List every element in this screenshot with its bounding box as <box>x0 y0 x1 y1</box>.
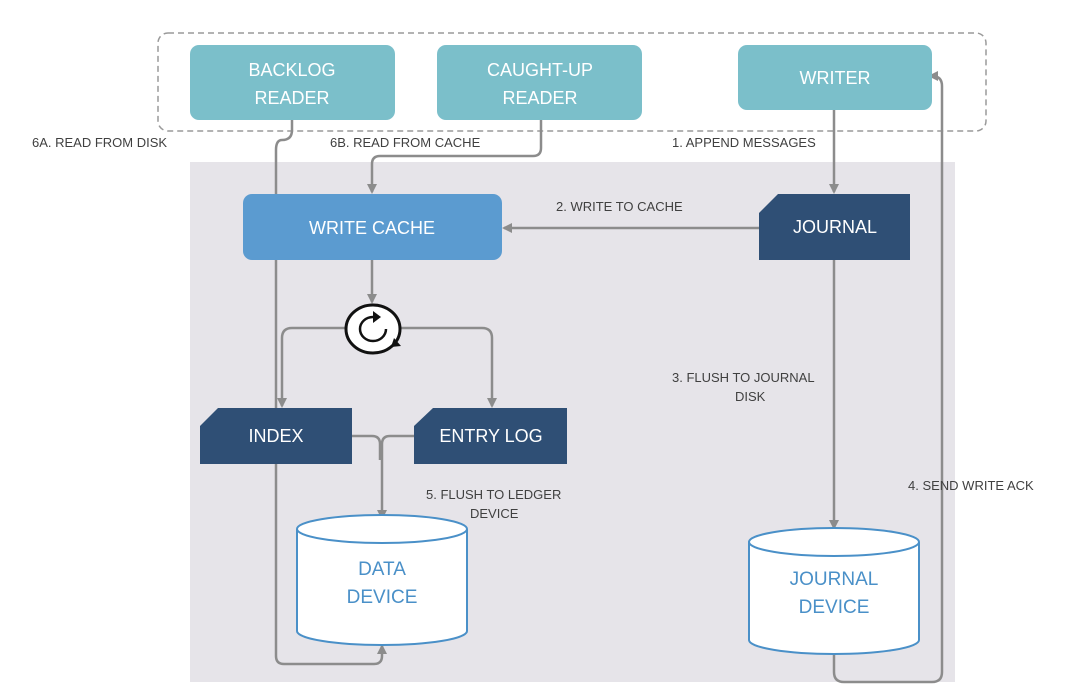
edge-entry-log-to-data-device <box>377 434 414 520</box>
entry-log-node: ENTRY LOG <box>414 408 567 464</box>
journal-node: JOURNAL <box>759 194 910 260</box>
label-read-from-disk: 6A. READ FROM DISK <box>32 135 167 150</box>
label-write-to-cache: 2. WRITE TO CACHE <box>556 199 683 214</box>
entry-log-label: ENTRY LOG <box>439 426 542 446</box>
label-flush-ledger-2: DEVICE <box>470 506 519 521</box>
data-device-label-1: DATA <box>358 559 406 580</box>
data-device-node: DATA DEVICE <box>296 514 468 646</box>
journal-device-node: JOURNAL DEVICE <box>748 527 920 655</box>
caught-up-reader-label-1: CAUGHT-UP <box>487 60 593 80</box>
caught-up-reader-node: CAUGHT-UP READER <box>437 45 642 120</box>
label-flush-journal-2: DISK <box>735 389 766 404</box>
label-append-messages: 1. APPEND MESSAGES <box>672 135 816 150</box>
backlog-reader-label-1: BACKLOG <box>248 60 335 80</box>
data-device-label-2: DEVICE <box>347 587 418 608</box>
writer-label: WRITER <box>800 68 871 88</box>
label-flush-ledger-1: 5. FLUSH TO LEDGER <box>426 487 561 502</box>
edge-sync-to-entry-log <box>400 326 497 408</box>
edge-send-write-ack <box>832 71 944 684</box>
label-send-write-ack: 4. SEND WRITE ACK <box>908 478 1034 493</box>
write-cache-label: WRITE CACHE <box>309 218 435 238</box>
edge-sync-to-index <box>277 326 346 408</box>
client-group <box>157 32 987 132</box>
writer-node: WRITER <box>738 45 932 110</box>
backlog-reader-label-2: READER <box>254 88 329 108</box>
caught-up-reader-label-2: READER <box>502 88 577 108</box>
journal-device-label-1: JOURNAL <box>790 569 879 590</box>
sync-cycle-icon <box>344 303 402 355</box>
edge-read-from-cache <box>367 120 543 194</box>
label-read-from-cache: 6B. READ FROM CACHE <box>330 135 481 150</box>
journal-device-label-2: DEVICE <box>799 597 870 618</box>
edge-index-to-data-device <box>352 434 382 460</box>
backlog-reader-node: BACKLOG READER <box>190 45 395 120</box>
edge-read-from-disk <box>274 120 387 666</box>
index-node: INDEX <box>200 408 352 464</box>
journal-label: JOURNAL <box>793 217 877 237</box>
label-flush-journal-1: 3. FLUSH TO JOURNAL <box>672 370 815 385</box>
index-label: INDEX <box>248 426 303 446</box>
write-cache-node: WRITE CACHE <box>243 194 502 260</box>
